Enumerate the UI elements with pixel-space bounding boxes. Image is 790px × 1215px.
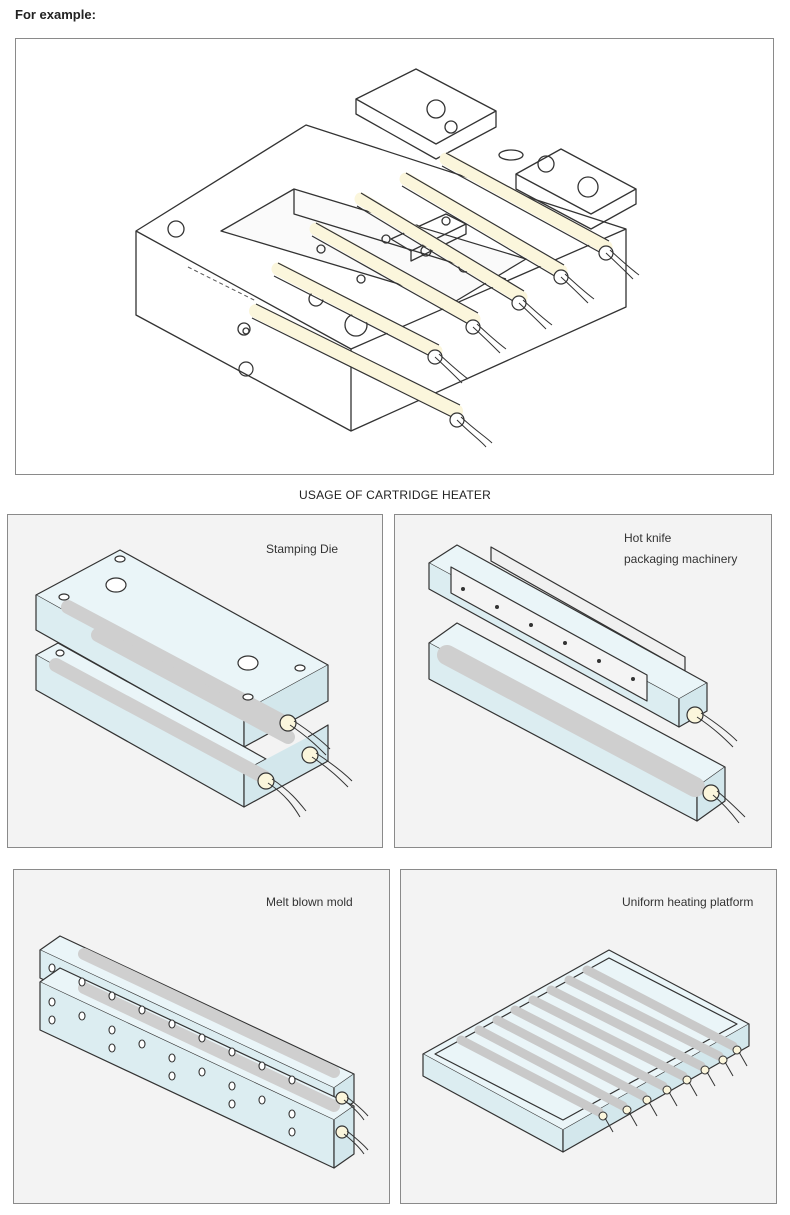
panel-label-hot-knife: Hot knife (624, 531, 672, 545)
stamping-die-drawing (35, 549, 353, 818)
melt-blown-mold-drawing (39, 935, 369, 1169)
mold-illustration (15, 38, 774, 475)
uniform-heating-platform-drawing (422, 949, 750, 1153)
panel-melt-blown-mold: Melt blown mold (13, 869, 390, 1204)
intro-text: For example: (15, 7, 96, 22)
panel-label-melt-blown-mold: Melt blown mold (266, 895, 353, 909)
panel-uniform-heating-platform: Uniform heating platform (400, 869, 777, 1204)
panel-label-stamping-die: Stamping Die (266, 542, 339, 556)
panel-hot-knife: Hot knife packaging machinery (394, 514, 772, 848)
section-caption: USAGE OF CARTRIDGE HEATER (299, 488, 491, 502)
panel-label-uniform-heating-platform: Uniform heating platform (622, 895, 754, 909)
panel-label-packaging-machinery: packaging machinery (624, 552, 738, 566)
hot-knife-drawing (428, 544, 746, 824)
mold-drawing (135, 68, 640, 448)
panel-stamping-die: Stamping Die (7, 514, 383, 848)
